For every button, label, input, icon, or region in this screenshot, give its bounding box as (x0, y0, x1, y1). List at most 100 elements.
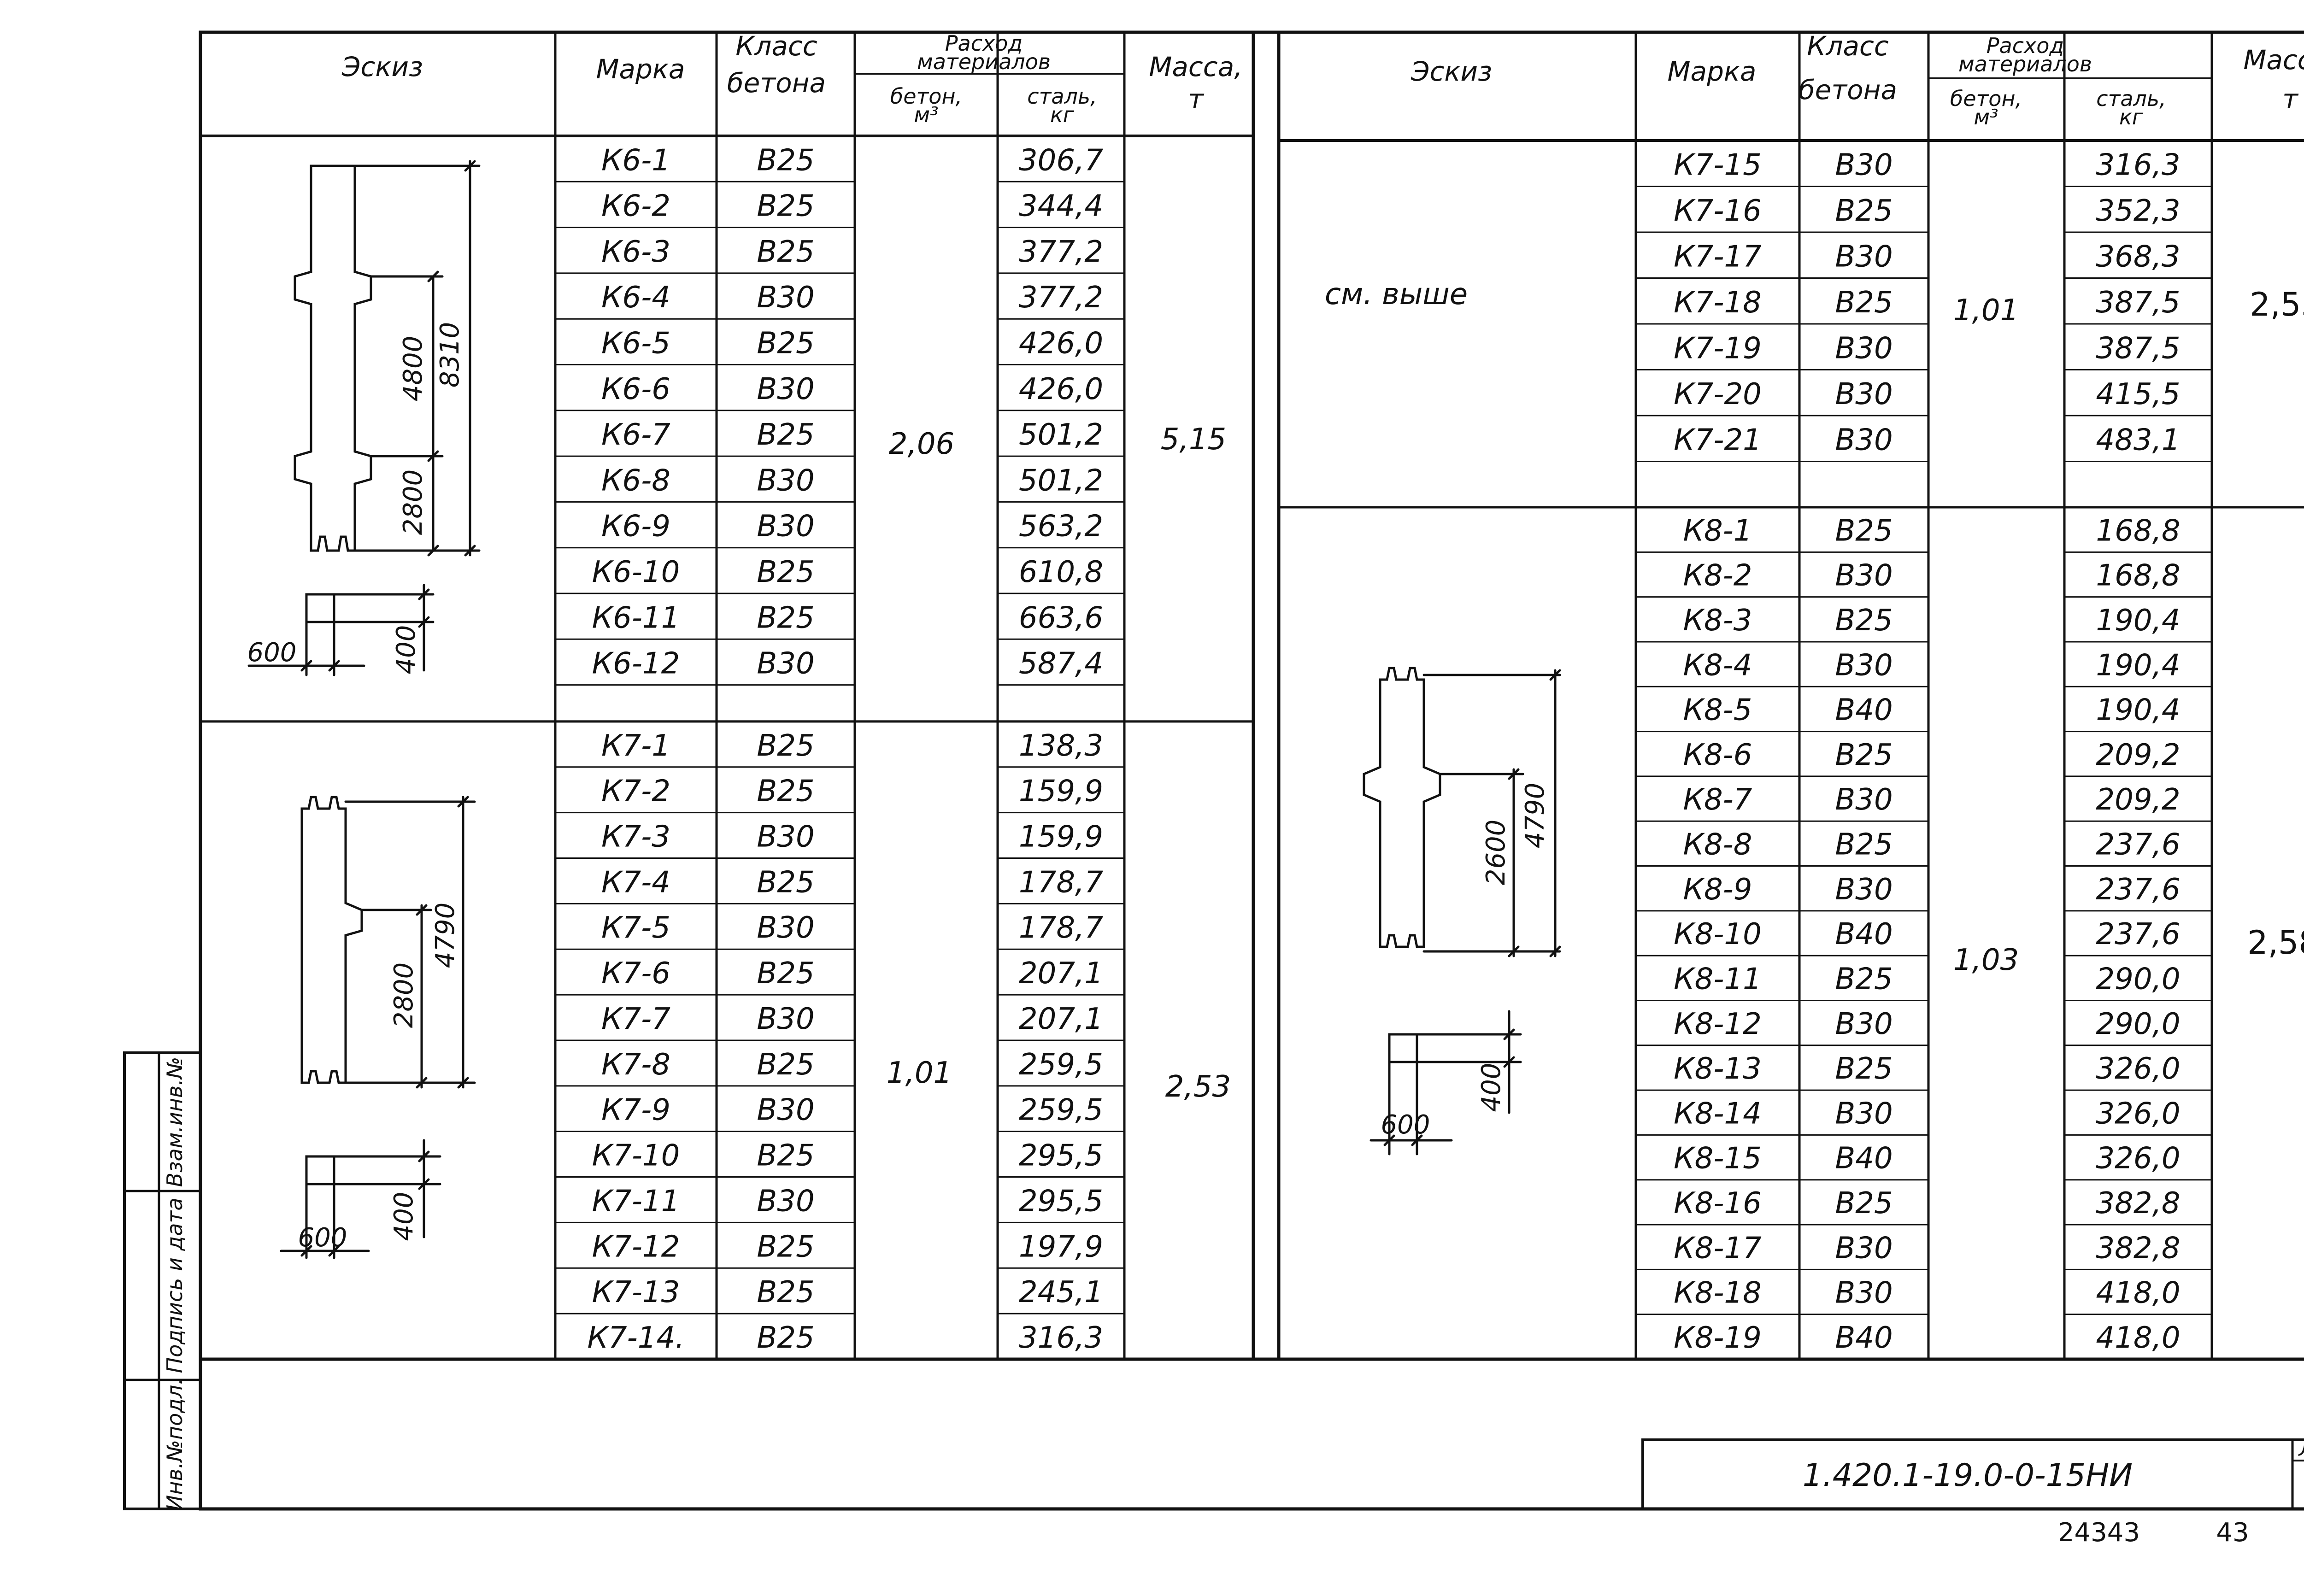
merged-values: 2,06 5,15 1,01 2,53 1,01 2,53 1,03 2,58 … (887, 277, 2304, 1104)
cell-stal: 168,8 (2096, 559, 2180, 593)
cell-klass: В30 (1835, 1231, 1893, 1265)
dim-2800: 2800 (398, 469, 428, 535)
cell-marka: К6-2 (601, 189, 670, 223)
cell-stal: 209,2 (2096, 783, 2180, 817)
cell-marka: К8-11 (1674, 962, 1762, 996)
cell-stal: 207,1 (1019, 1002, 1103, 1036)
header-klass-right-1: Класс (1807, 30, 1889, 62)
cell-stal: 209,2 (2096, 738, 2180, 772)
dim-600-k6: 600 (247, 638, 297, 668)
massa-k7: 2,53 (1165, 1070, 1231, 1104)
cell-stal: 326,0 (2096, 1097, 2180, 1131)
beton-k6: 2,06 (889, 427, 955, 461)
cell-marka: К8-18 (1674, 1276, 1762, 1310)
cell-klass: В25 (757, 1048, 814, 1082)
cell-marka: К7-15 (1674, 148, 1762, 182)
dim-4800: 4800 (398, 336, 428, 402)
cell-marka: К7-9 (601, 1093, 670, 1127)
cell-klass: В25 (1835, 194, 1893, 228)
cell-klass: В30 (1835, 423, 1893, 458)
cell-marka: К8-10 (1674, 917, 1762, 951)
cell-stal: 610,8 (1019, 555, 1103, 589)
cell-stal: 190,4 (2096, 604, 2180, 638)
cell-klass: В25 (1835, 738, 1893, 772)
header-stal-right-1: сталь, (2096, 86, 2166, 111)
sheet-frame (123, 30, 2304, 1511)
cell-klass: В25 (757, 327, 814, 361)
cell-klass: В30 (1835, 783, 1893, 817)
page-number: 43 (2216, 1518, 2249, 1548)
cell-klass: В40 (1835, 917, 1893, 951)
massa-k7-right: 2,53 (2250, 286, 2304, 323)
cell-klass: В30 (757, 464, 814, 498)
cell-klass: В30 (757, 1184, 814, 1218)
cell-klass: В25 (1835, 962, 1893, 996)
cell-stal: 295,5 (1019, 1139, 1103, 1173)
dim-600-k7: 600 (298, 1223, 347, 1253)
cell-marka: К7-2 (601, 775, 670, 809)
cell-klass: В30 (1835, 377, 1893, 411)
cell-stal: 587,4 (1019, 647, 1103, 681)
dim-400-k8: 400 (1476, 1063, 1506, 1112)
cell-marka: К7-6 (601, 956, 670, 991)
cell-stal: 387,5 (2096, 286, 2180, 320)
cell-klass: В25 (757, 1139, 814, 1173)
cell-klass: В25 (757, 865, 814, 899)
cell-stal: 426,0 (1019, 327, 1103, 361)
cell-klass: В30 (757, 647, 814, 681)
cell-klass: В25 (1835, 604, 1893, 638)
cell-marka: К8-13 (1674, 1052, 1762, 1086)
cell-marka: К7-11 (592, 1184, 680, 1218)
cell-klass: В30 (1835, 873, 1893, 907)
cell-marka: К8-1 (1683, 514, 1752, 548)
cell-stal: 501,2 (1019, 418, 1103, 452)
cell-stal: 483,1 (2096, 423, 2180, 458)
massa-k6: 5,15 (1161, 422, 1227, 457)
cell-marka: К8-8 (1683, 828, 1752, 862)
cell-klass: В30 (1835, 332, 1893, 366)
cell-stal: 207,1 (1019, 956, 1103, 991)
cell-klass: В25 (757, 555, 814, 589)
cell-klass: В25 (757, 601, 814, 635)
cell-klass: В30 (757, 510, 814, 544)
header-eskiz: Эскиз (341, 51, 423, 82)
cell-klass: В25 (1835, 286, 1893, 320)
cell-stal: 368,3 (2096, 240, 2180, 274)
header-rashod-2: материалов (917, 49, 1051, 74)
cell-marka: К6-10 (592, 555, 680, 589)
header-klass-1: Класс (735, 30, 817, 62)
header-massa-unit-right: т (2282, 83, 2299, 115)
cell-klass: В25 (757, 1275, 814, 1309)
dim-4790-k7: 4790 (430, 903, 460, 968)
cell-marka: К8-17 (1674, 1231, 1762, 1265)
beton-k8: 1,03 (1953, 943, 2019, 977)
cell-marka: К7-5 (601, 911, 670, 945)
stamp-sign: Подпись и дата (162, 1197, 187, 1373)
cell-klass: В30 (1835, 240, 1893, 274)
cell-marka: К6-11 (592, 601, 680, 635)
massa-k8: 2,58 (2247, 924, 2304, 962)
cell-klass: В30 (1835, 648, 1893, 682)
cell-klass: В30 (1835, 1007, 1893, 1041)
cell-klass: В30 (757, 1002, 814, 1036)
side-stamp: Взам.инв.№ Подпись и дата Инв.№подл. (162, 1056, 187, 1511)
header-rashod-1: Расход (945, 31, 1023, 56)
cell-klass: В30 (757, 372, 814, 406)
cell-stal: 326,0 (2096, 1052, 2180, 1086)
cell-klass: В40 (1835, 1321, 1893, 1355)
cell-marka: К6-7 (601, 418, 670, 452)
header-massa-unit-left: т (1188, 83, 1205, 115)
cell-klass: В30 (1835, 559, 1893, 593)
cell-marka: К6-4 (601, 281, 670, 315)
header-beton-2: м³ (914, 102, 938, 127)
cell-stal: 316,3 (1019, 1321, 1103, 1355)
cell-marka: К7-14. (587, 1321, 684, 1355)
cell-stal: 501,2 (1019, 464, 1103, 498)
beton-k7: 1,01 (887, 1056, 952, 1090)
cell-marka: К6-1 (601, 143, 670, 177)
header-stal-right-2: кг (2119, 105, 2144, 129)
cell-marka: К8-7 (1683, 783, 1752, 817)
cell-klass: В40 (1835, 693, 1893, 728)
header-massa-right: Масса, (2243, 44, 2304, 76)
cell-klass: В25 (1835, 1052, 1893, 1086)
